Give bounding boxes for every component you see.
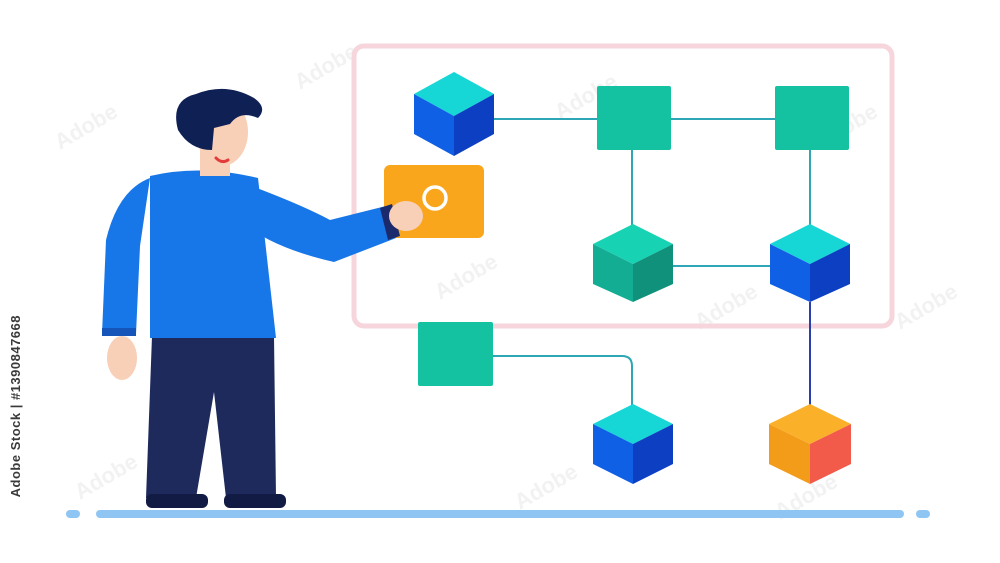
connector-line: [493, 355, 633, 408]
cube-node: [593, 404, 673, 484]
square-node: [418, 322, 493, 386]
watermark-tile: Adobe: [70, 448, 142, 504]
watermark-tile: Adobe: [430, 248, 502, 304]
diagram-frame: [351, 43, 895, 329]
ground: [66, 510, 930, 518]
watermark-tile: Adobe: [510, 458, 582, 514]
stock-id-watermark: Adobe Stock | #1390847668: [8, 315, 23, 498]
cuff: [380, 204, 400, 240]
shirt: [150, 170, 276, 338]
cube-node: [593, 224, 673, 302]
shoe: [146, 494, 208, 508]
hand: [107, 336, 137, 380]
ring-icon: [422, 185, 448, 211]
hand: [389, 201, 423, 231]
shirt-sleeve: [246, 184, 396, 262]
watermark-tile: Adobe: [890, 278, 962, 334]
pants: [146, 336, 276, 498]
watermark-tile: Adobe: [50, 98, 122, 154]
shirt-sleeve: [102, 178, 150, 334]
cube-node: [770, 224, 850, 302]
connector-lines: [493, 118, 811, 408]
shoe: [224, 494, 286, 508]
smile: [214, 156, 230, 164]
square-node: [597, 86, 671, 150]
square-node: [775, 86, 849, 150]
cube-node: [414, 72, 494, 156]
hair: [176, 88, 263, 150]
cube-node: [769, 404, 851, 484]
cuff: [102, 328, 136, 336]
watermark-tile: Adobe: [290, 38, 362, 94]
person-figure: [102, 88, 423, 508]
